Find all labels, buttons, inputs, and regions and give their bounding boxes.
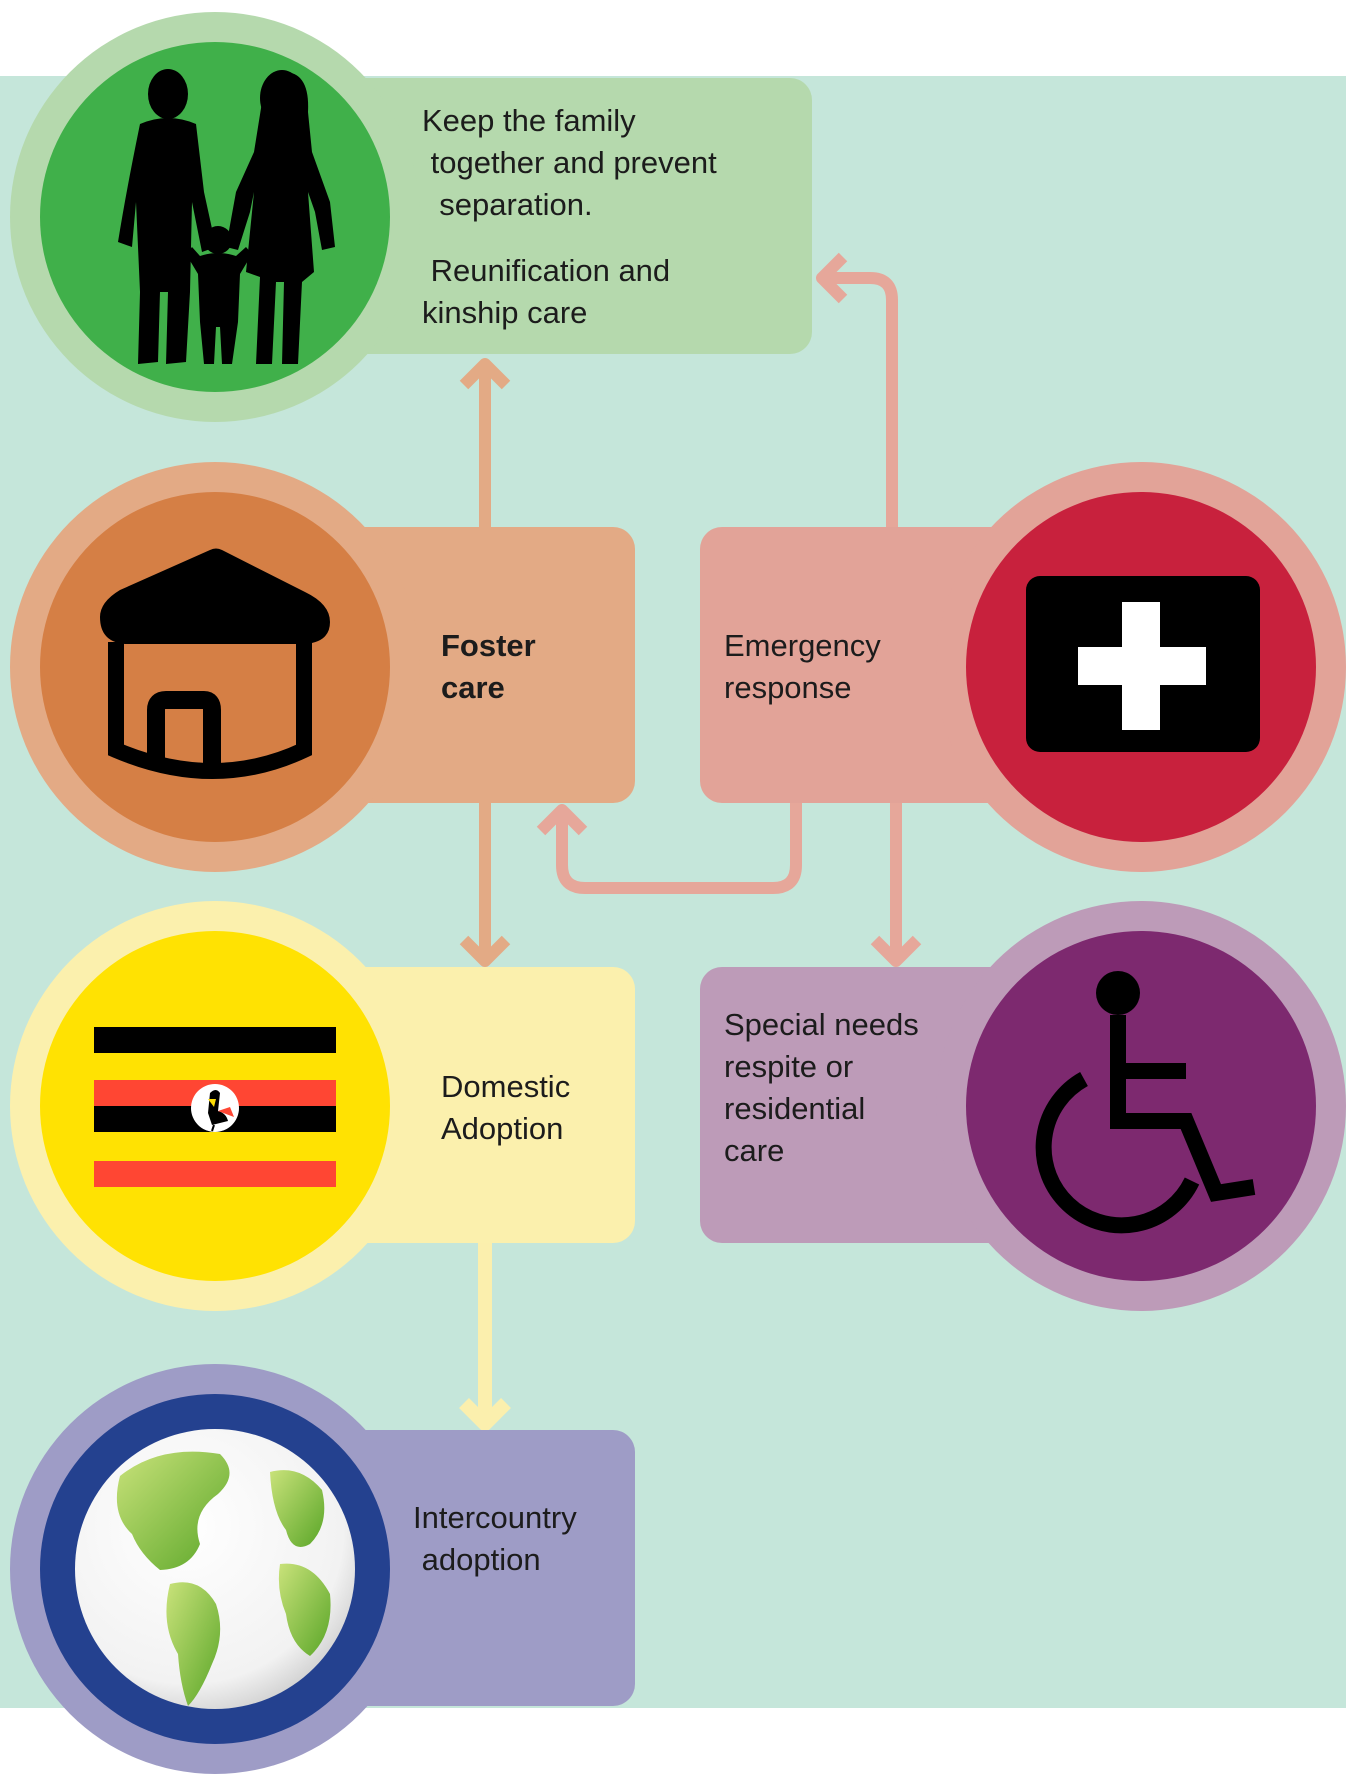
emergency-text-line: response [724, 670, 852, 705]
special-text: Special needs respite or residential car… [724, 1004, 919, 1172]
foster-text-line: care [441, 670, 505, 705]
arrowhead-intercountry-from-domestic [459, 1398, 511, 1431]
wheelchair-icon [1035, 971, 1256, 1234]
arrowhead-special-from-emergency [870, 935, 922, 967]
domestic-text: Domestic Adoption [441, 1066, 570, 1150]
intercountry-text: Intercountry adoption [413, 1497, 577, 1581]
family-text: Keep the family together and prevent sep… [422, 100, 717, 334]
family-silhouette-icon [118, 69, 335, 364]
special-text-line: Special needs [724, 1007, 919, 1042]
intercountry-disc [40, 1394, 390, 1744]
intercountry-text-line: adoption [413, 1542, 541, 1577]
emergency-disc [966, 492, 1316, 842]
family-text-spacer [422, 226, 717, 250]
globe-icon [75, 1429, 355, 1709]
arrowhead-family-from-foster [459, 358, 511, 390]
emergency-text: Emergency response [724, 625, 881, 709]
intercountry-text-line: Intercountry [413, 1500, 577, 1535]
domestic-text-line: Adoption [441, 1111, 564, 1146]
domestic-text-line: Domestic [441, 1069, 571, 1104]
foster-text: Foster care [441, 625, 536, 709]
family-text-line: together and prevent [422, 145, 717, 180]
round-hut-icon [100, 548, 330, 779]
special-text-line: care [724, 1133, 785, 1168]
arrow-emergency-family [825, 272, 898, 527]
foster-text-line: Foster [441, 628, 536, 663]
arrowhead-foster-from-emergency [536, 804, 588, 836]
family-disc [40, 42, 390, 392]
arrow-emergency-foster [556, 800, 802, 894]
first-aid-kit-icon [1026, 576, 1260, 752]
family-text-line: separation. [422, 187, 593, 222]
domestic-disc [40, 931, 390, 1281]
foster-disc [40, 492, 390, 842]
emergency-text-line: Emergency [724, 628, 881, 663]
family-text-line: Keep the family [422, 103, 636, 138]
family-text-line: Reunification and [422, 253, 671, 288]
special-disc [966, 931, 1316, 1281]
family-text-line: kinship care [422, 295, 588, 330]
arrowhead-domestic-from-foster [459, 935, 511, 967]
arrowhead-family-from-emergency [816, 252, 848, 304]
uganda-flag-icon [94, 1027, 336, 1187]
special-text-line: residential [724, 1091, 866, 1126]
special-text-line: respite or [724, 1049, 854, 1084]
